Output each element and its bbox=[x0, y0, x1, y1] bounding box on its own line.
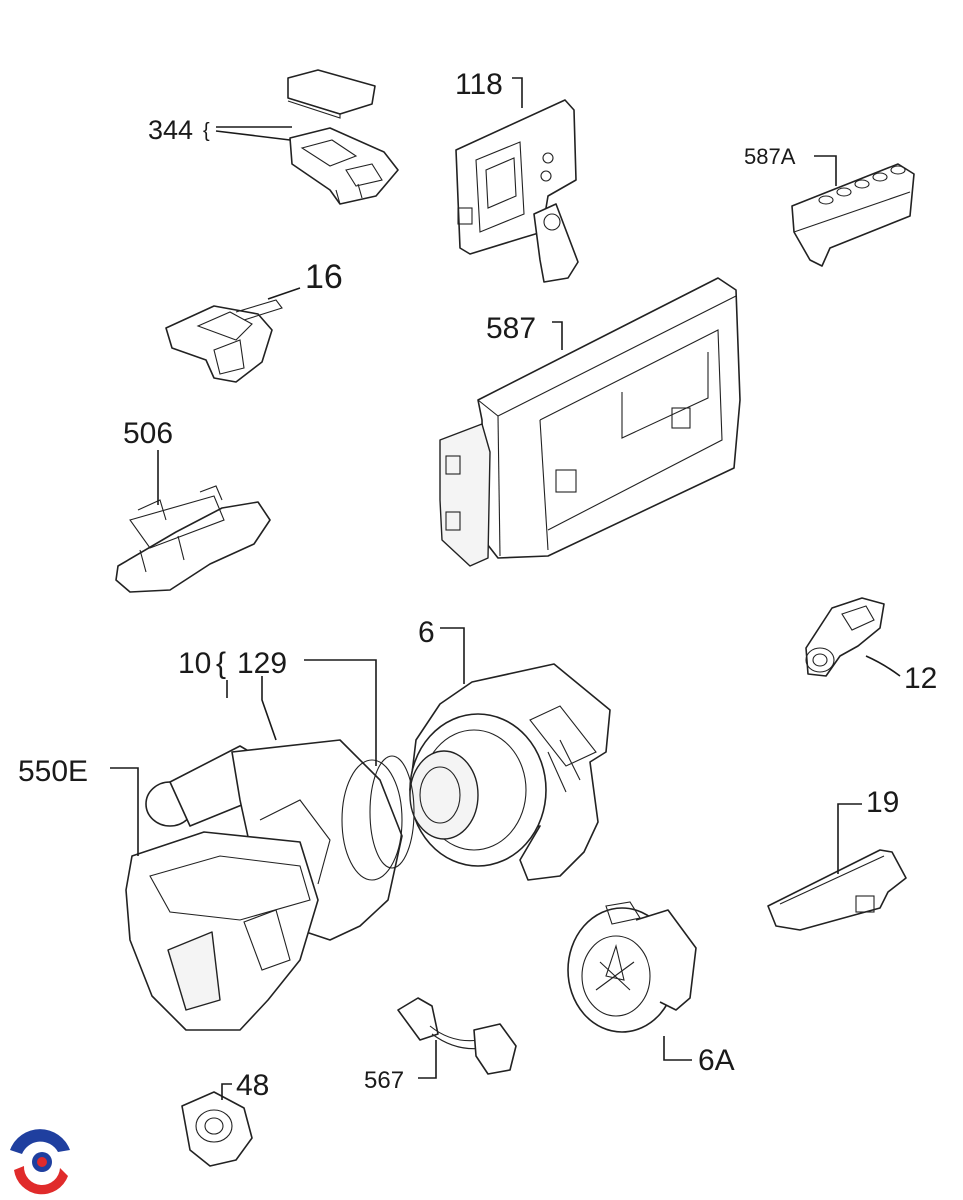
label-48: 48 bbox=[236, 1069, 269, 1102]
label-567: 567 bbox=[364, 1067, 404, 1094]
leader-line-129-b bbox=[304, 659, 377, 766]
leader-line-12 bbox=[865, 655, 901, 677]
label-587: 587 bbox=[486, 312, 536, 345]
label-129: 129 bbox=[237, 647, 287, 680]
leader-line-587 bbox=[552, 321, 563, 350]
part-587-main-module bbox=[439, 277, 741, 567]
leader-line-16 bbox=[267, 287, 301, 300]
leader-line-587a bbox=[814, 155, 837, 186]
part-12-sensor bbox=[805, 597, 885, 677]
label-16: 16 bbox=[305, 258, 343, 296]
label-6: 6 bbox=[418, 616, 435, 649]
leader-line-550e bbox=[110, 767, 139, 856]
part-506-bracket bbox=[115, 485, 271, 593]
part-118-control-panel bbox=[455, 99, 579, 283]
label-344: 344 bbox=[148, 115, 193, 145]
label-118: 118 bbox=[455, 68, 503, 101]
label-506: 506 bbox=[123, 417, 173, 450]
part-567-wiring bbox=[397, 997, 517, 1075]
part-19-heater bbox=[767, 849, 907, 931]
brand-logo bbox=[6, 1128, 74, 1196]
part-16-door-lock bbox=[165, 299, 283, 383]
leader-line-19 bbox=[837, 803, 862, 874]
label-12: 12 bbox=[904, 662, 937, 695]
part-550e-sump-housing bbox=[125, 739, 403, 1031]
leader-line-118 bbox=[512, 77, 523, 108]
part-6-circulation-pump bbox=[409, 663, 611, 881]
part-587a-selector-board bbox=[791, 163, 915, 267]
leader-line-344b bbox=[215, 130, 291, 141]
label-550e: 550E bbox=[18, 755, 88, 788]
part-6a-drain-pump bbox=[567, 901, 697, 1033]
leader-line-6a bbox=[663, 1036, 692, 1061]
label-19: 19 bbox=[866, 786, 899, 819]
label-6a: 6A bbox=[698, 1044, 735, 1077]
label-587a: 587A bbox=[744, 144, 796, 169]
leader-line-129-a bbox=[261, 676, 277, 741]
part-344-switch-assembly bbox=[287, 69, 399, 205]
bracket-10: { bbox=[216, 647, 226, 680]
bracket-344: { bbox=[203, 120, 210, 142]
label-10: 10 bbox=[178, 647, 211, 680]
leader-line-567 bbox=[418, 1040, 437, 1079]
leader-line-6 bbox=[440, 627, 465, 684]
leader-line-48 bbox=[221, 1083, 232, 1100]
part-129-gasket bbox=[369, 755, 415, 869]
part-48-valve bbox=[181, 1091, 253, 1167]
